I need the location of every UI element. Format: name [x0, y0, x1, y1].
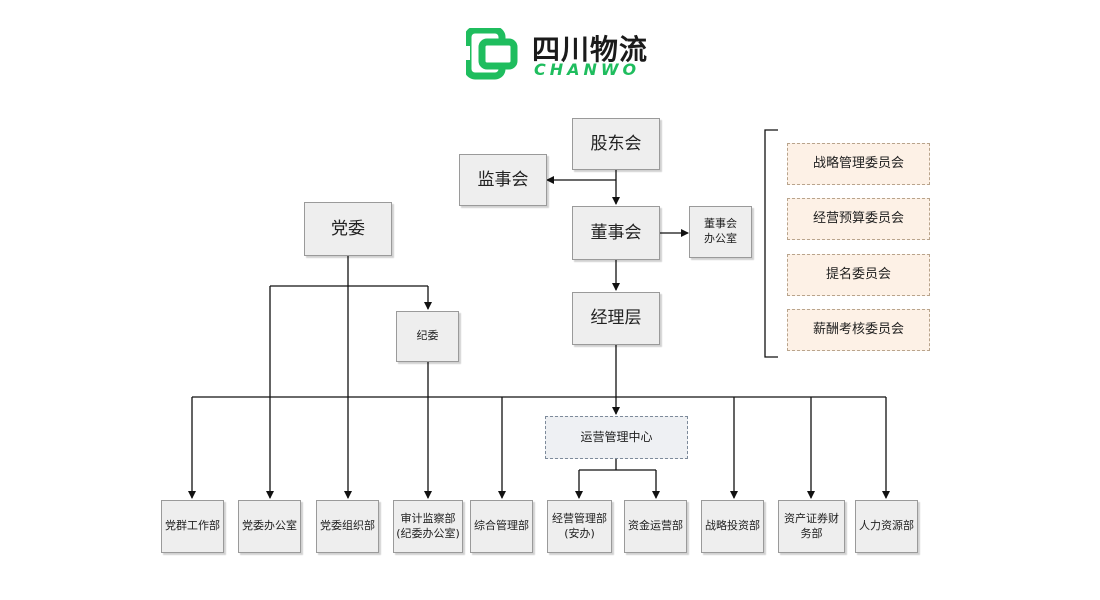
board-of-directors-box: 董事会: [572, 206, 660, 260]
dept-asset-securities-finance: 资产证券财务部: [778, 500, 845, 553]
committee-budget-box: 经营预算委员会: [787, 198, 930, 240]
dept-audit-supervision: 审计监察部 (纪委办公室): [393, 500, 463, 553]
board-office-box: 董事会 办公室: [689, 206, 752, 258]
company-name-en: CHANWO: [534, 60, 641, 79]
company-name-cn: 四川物流: [532, 33, 649, 66]
committee-compensation-box: 薪酬考核委员会: [787, 309, 930, 351]
dept-strategic-investment: 战略投资部: [701, 500, 764, 553]
committee-strategy-box: 战略管理委员会: [787, 143, 930, 185]
party-committee-box: 党委: [304, 202, 392, 256]
management-box: 经理层: [572, 292, 660, 345]
dept-fund-operation: 资金运营部: [624, 500, 687, 553]
supervisory-board-box: 监事会: [459, 154, 547, 206]
dept-party-affairs: 党群工作部: [161, 500, 224, 553]
dept-party-office: 党委办公室: [238, 500, 301, 553]
dept-business-management: 经营管理部 (安办): [547, 500, 612, 553]
shareholders-meeting-box: 股东会: [572, 118, 660, 170]
discipline-committee-box: 纪委: [396, 311, 459, 362]
committee-nomination-box: 提名委员会: [787, 254, 930, 296]
dept-human-resources: 人力资源部: [855, 500, 918, 553]
dept-party-organization: 党委组织部: [316, 500, 379, 553]
company-logo: 四川物流 CHANWO: [466, 28, 666, 80]
company-logo-icon: [466, 28, 518, 80]
operations-center-box: 运营管理中心: [545, 416, 688, 459]
dept-general-management: 综合管理部: [470, 500, 533, 553]
